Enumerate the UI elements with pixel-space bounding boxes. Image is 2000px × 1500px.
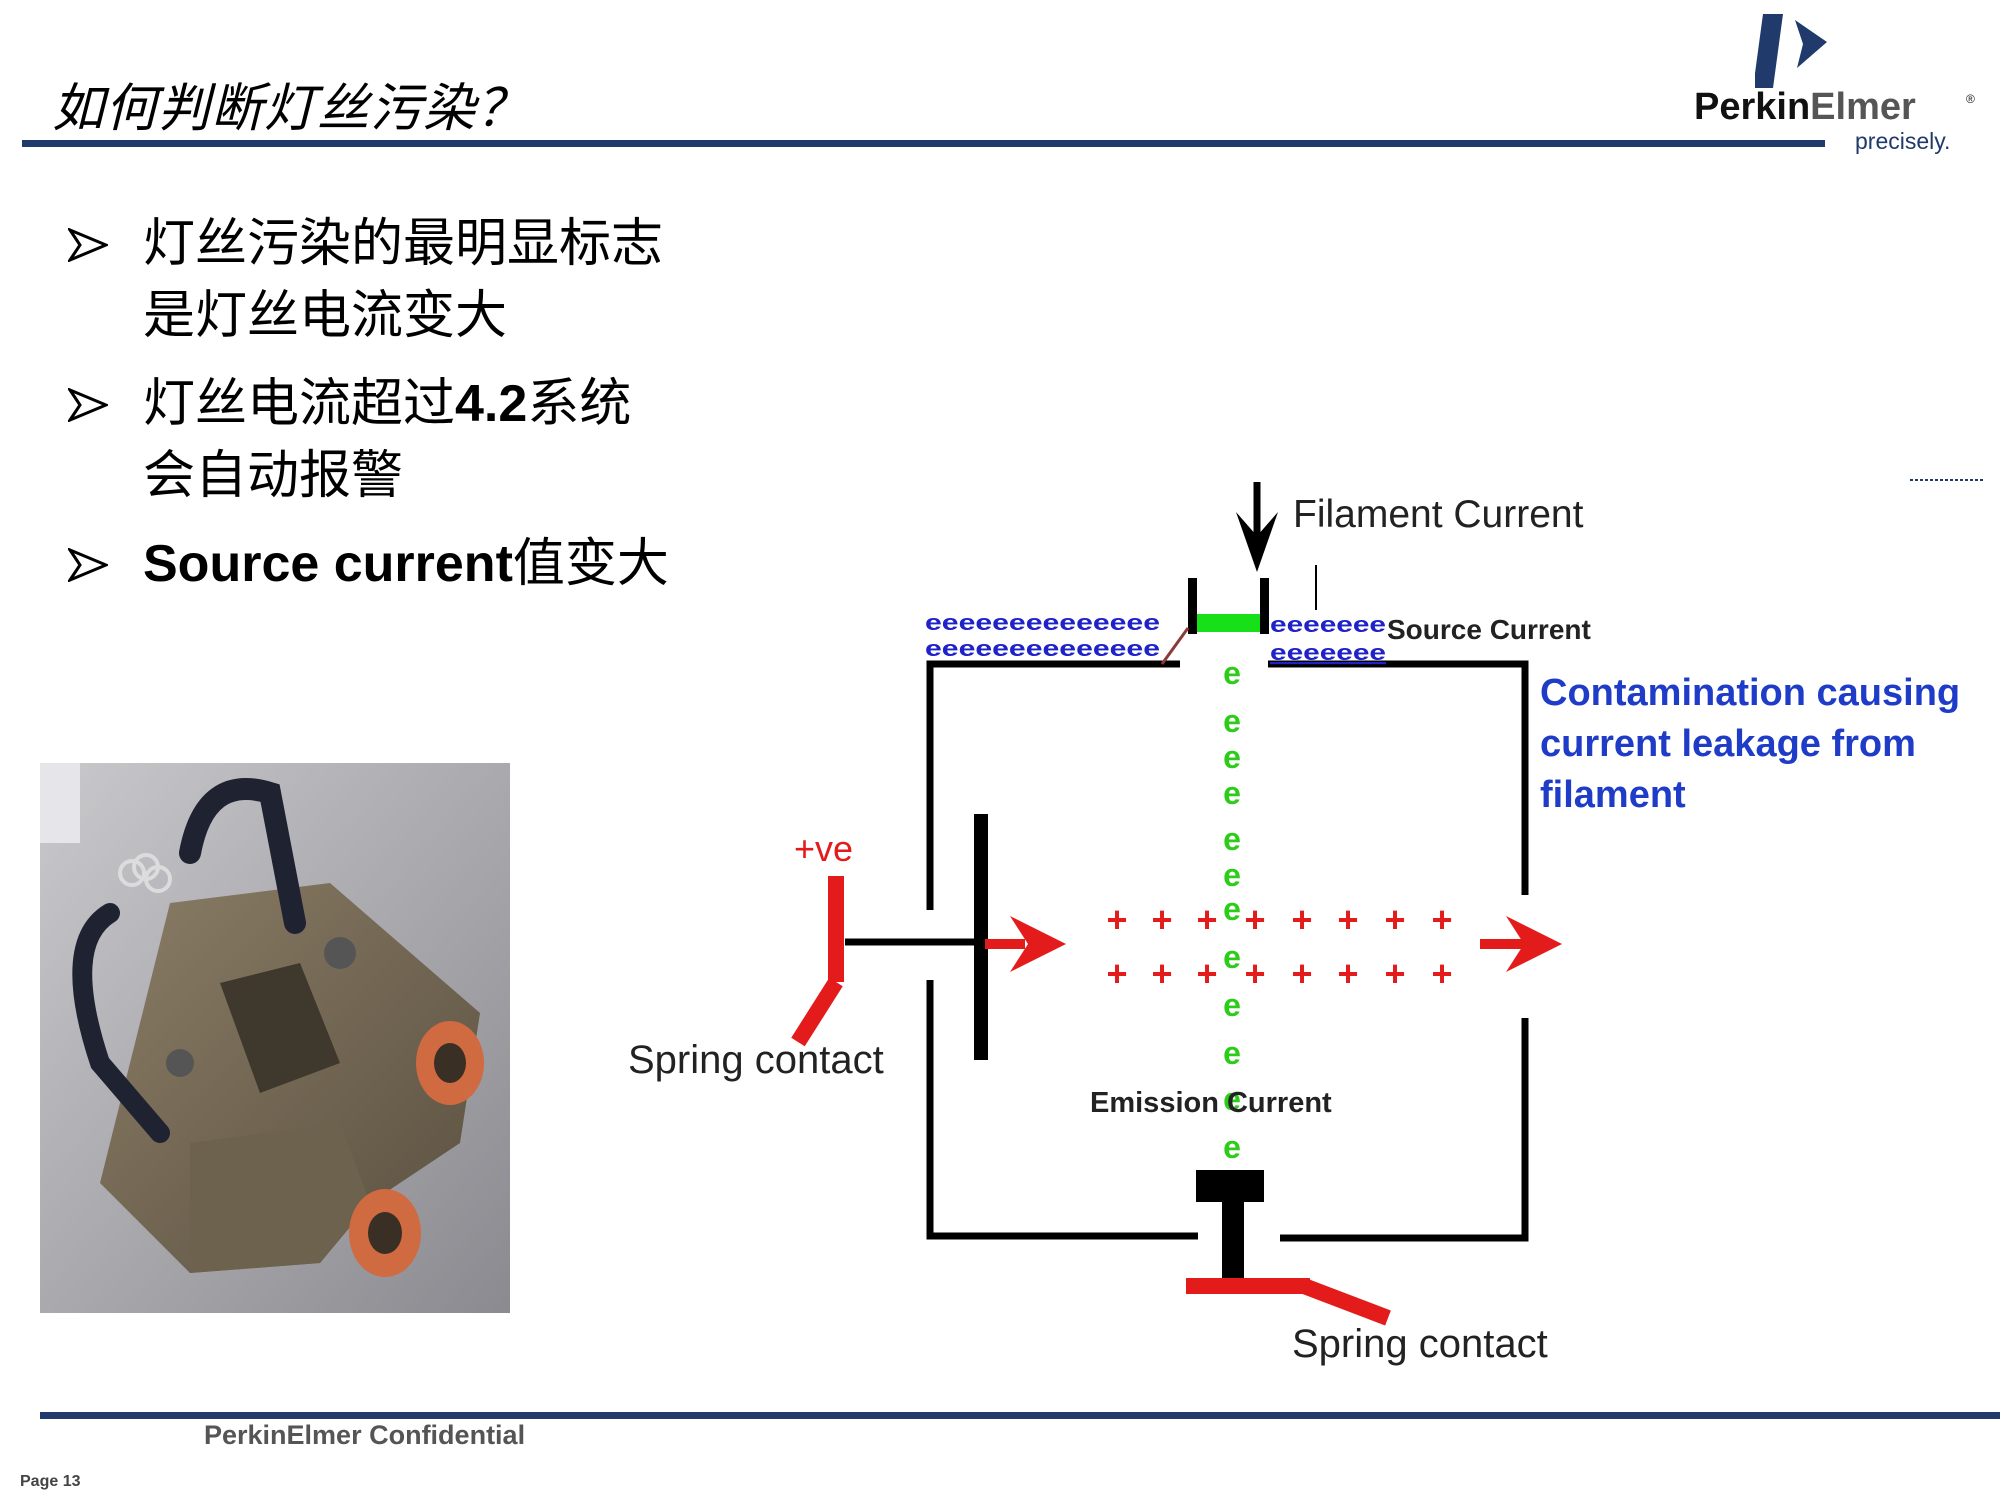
filament-post-right: [1260, 578, 1269, 634]
ion: +: [1431, 953, 1452, 994]
electron: e: [1223, 857, 1241, 893]
spring-contact-bottom-label: Spring contact: [1292, 1322, 1548, 1366]
filament-wire: [1197, 614, 1260, 632]
filament-assembly-photo: [40, 763, 510, 1313]
perkinelmer-logo-mark-icon: [1755, 14, 1827, 88]
bullet-3-line-1: Source current值变大: [143, 534, 669, 594]
bullet-1: 灯丝污染的最明显标志 是灯丝电流变大: [143, 208, 663, 352]
bullet-2: 灯丝电流超过4.2系统 会自动报警: [143, 368, 631, 512]
bullet-arrow-icon: [68, 228, 108, 262]
ion: +: [1431, 899, 1452, 940]
spring-contact-left-label: Spring contact: [628, 1038, 884, 1082]
leakage-link: [1160, 627, 1190, 665]
ion: +: [1244, 899, 1265, 940]
bullet-arrow-icon: [68, 388, 108, 422]
trap-electrode-stem: [1222, 1200, 1244, 1280]
positive-label: +ve: [794, 828, 854, 869]
electron: e: [1223, 775, 1241, 811]
footer-divider: [40, 1412, 2000, 1419]
electron: e: [1223, 891, 1241, 927]
logo-tagline: precisely.: [1855, 128, 1951, 154]
bullet-3: Source current值变大: [143, 528, 669, 600]
footer-confidential: PerkinElmer Confidential: [204, 1420, 526, 1450]
electron-row-right-top: eeeeeee: [1270, 612, 1386, 637]
slide-title: 如何判断灯丝污染？: [52, 79, 530, 139]
title-divider: [22, 140, 1825, 147]
electron-row-right-bottom: eeeeeee: [1270, 640, 1386, 665]
electron: e: [1223, 655, 1241, 691]
ion: +: [1291, 899, 1312, 940]
filament-current-label: Filament Current: [1293, 493, 1584, 536]
emission-current-label: Emission Current: [1090, 1087, 1332, 1119]
electron: e: [1223, 939, 1241, 975]
ion: +: [1196, 953, 1217, 994]
filament-current-arrow-icon: [1236, 482, 1278, 572]
spring-contact-left: [791, 876, 844, 1047]
ion: +: [1106, 953, 1127, 994]
contamination-line-3: filament: [1540, 774, 1686, 816]
electron: e: [1223, 1081, 1241, 1117]
ion-beam-arrow-left-icon: [985, 916, 1066, 972]
ion: +: [1384, 953, 1405, 994]
ion: +: [1337, 953, 1358, 994]
electron: e: [1223, 703, 1241, 739]
ion: +: [1337, 899, 1358, 940]
electron-row-left-bottom: eeeeeeeeeeeeee: [925, 636, 1160, 661]
ion: +: [1151, 953, 1172, 994]
ion: +: [1196, 899, 1217, 940]
registered-mark: ®: [1966, 92, 1975, 106]
bullet-1-line-2: 是灯丝电流变大: [143, 286, 508, 346]
ion-rows: + + + + + + + + + + + + + + + +: [1106, 899, 1452, 994]
bullet-arrow-icon: [68, 548, 108, 582]
electron: e: [1223, 987, 1241, 1023]
ion-beam-arrow-right-icon: [1480, 916, 1562, 972]
contamination-annotation: Contamination causing current leakage fr…: [1540, 668, 1960, 821]
contamination-line-1: Contamination causing: [1540, 672, 1961, 714]
bullet-1-line-1: 灯丝污染的最明显标志: [143, 214, 664, 274]
decorative-mark: [1910, 479, 1984, 481]
ion: +: [1291, 953, 1312, 994]
electron: e: [1223, 1035, 1241, 1071]
trap-electrode-cap: [1196, 1170, 1264, 1202]
perkinelmer-logo-wordmark: PerkinElmer: [1694, 86, 1916, 128]
bullet-2-line-2: 会自动报警: [143, 446, 404, 506]
ion: +: [1244, 953, 1265, 994]
emission-electrons: e e e e e e e e e e e e: [1223, 655, 1241, 1165]
bullet-2-line-1: 灯丝电流超过4.2系统: [143, 374, 632, 434]
spring-contact-bottom: [1186, 1278, 1391, 1326]
ion: +: [1384, 899, 1405, 940]
electron-row-left-top: eeeeeeeeeeeeee: [925, 610, 1160, 635]
electron: e: [1223, 821, 1241, 857]
electron: e: [1223, 1129, 1241, 1165]
electron: e: [1223, 739, 1241, 775]
page-number: Page 13: [20, 1473, 81, 1490]
ion: +: [1106, 899, 1127, 940]
source-current-label: Source Current: [1387, 614, 1591, 645]
repeller-plate: [974, 814, 988, 1060]
circuit-wires: [845, 660, 1529, 1242]
ion: +: [1151, 899, 1172, 940]
filament-post-left: [1188, 578, 1197, 634]
contamination-line-2: current leakage from: [1540, 723, 1916, 765]
